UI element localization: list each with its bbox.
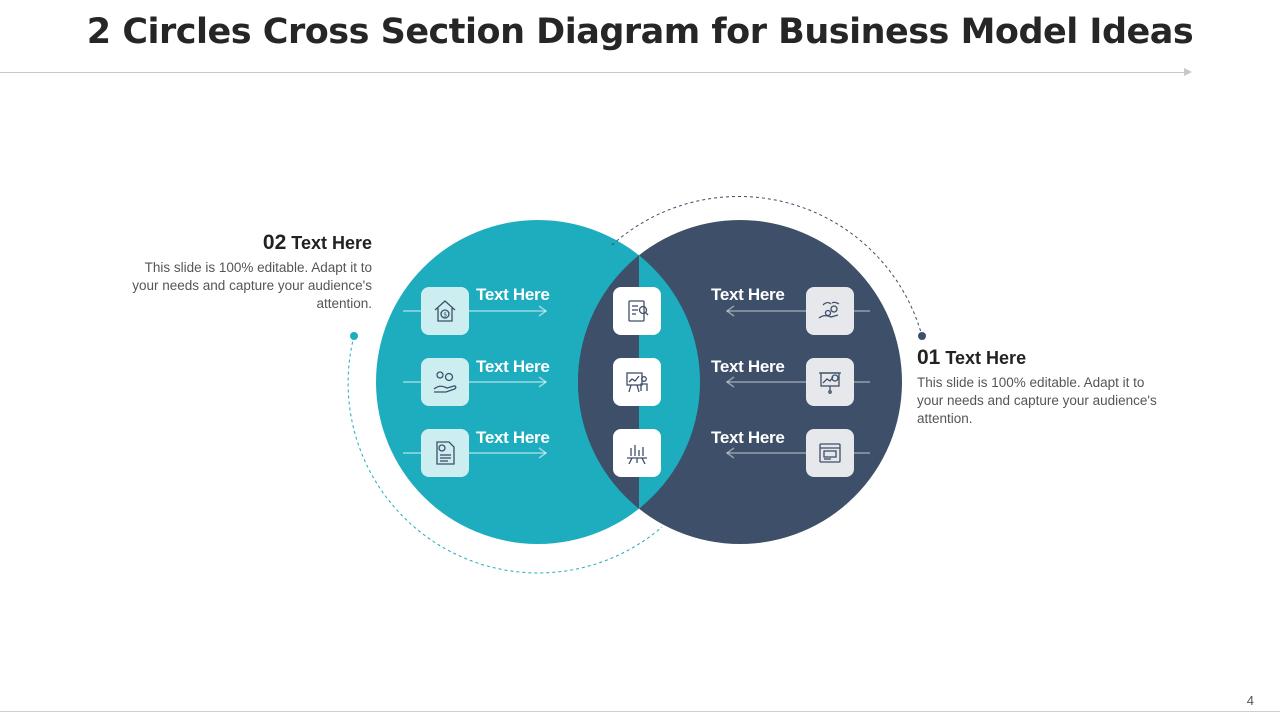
document-search-icon bbox=[613, 287, 661, 335]
title-divider bbox=[0, 72, 1186, 73]
svg-text:$: $ bbox=[443, 312, 447, 319]
presentation-chart-icon bbox=[806, 358, 854, 406]
page-number: 4 bbox=[1246, 693, 1254, 708]
right-item-3-label: Text Here bbox=[711, 428, 785, 447]
callout-left: 02 Text Here This slide is 100% editable… bbox=[132, 231, 372, 313]
callout-left-body: This slide is 100% editable. Adapt it to… bbox=[132, 260, 372, 311]
slide-title: 2 Circles Cross Section Diagram for Busi… bbox=[86, 12, 1194, 52]
right-item-2-label: Text Here bbox=[711, 357, 785, 376]
right-item-1-label: Text Here bbox=[711, 285, 785, 304]
left-item-2-label: Text Here bbox=[476, 357, 550, 376]
callout-right-heading: 01 Text Here bbox=[917, 346, 1157, 370]
left-item-3-label: Text Here bbox=[476, 428, 550, 447]
callout-left-number: 02 bbox=[262, 231, 287, 254]
callout-right-title: Text Here bbox=[945, 348, 1027, 368]
arc-right-dot bbox=[918, 332, 926, 340]
arc-left-dashed bbox=[347, 335, 663, 574]
handshake-icon bbox=[806, 287, 854, 335]
browser-card-icon bbox=[806, 429, 854, 477]
left-item-1-label: Text Here bbox=[476, 285, 550, 304]
callout-left-title: Text Here bbox=[291, 233, 372, 253]
arc-right-dashed bbox=[611, 195, 923, 337]
hand-coins-icon bbox=[421, 358, 469, 406]
callout-right-number: 01 bbox=[917, 346, 941, 369]
arc-left-dot bbox=[350, 332, 358, 340]
invoice-dollar-icon bbox=[421, 429, 469, 477]
callout-right-body: This slide is 100% editable. Adapt it to… bbox=[917, 375, 1157, 426]
presenter-board-icon bbox=[613, 358, 661, 406]
callout-right: 01 Text Here This slide is 100% editable… bbox=[917, 346, 1157, 428]
footer-divider bbox=[0, 711, 1280, 712]
title-divider-arrow bbox=[1184, 68, 1192, 76]
bar-chart-board-icon bbox=[613, 429, 661, 477]
house-dollar-icon: $ bbox=[421, 287, 469, 335]
callout-left-heading: 02 Text Here bbox=[132, 231, 372, 255]
